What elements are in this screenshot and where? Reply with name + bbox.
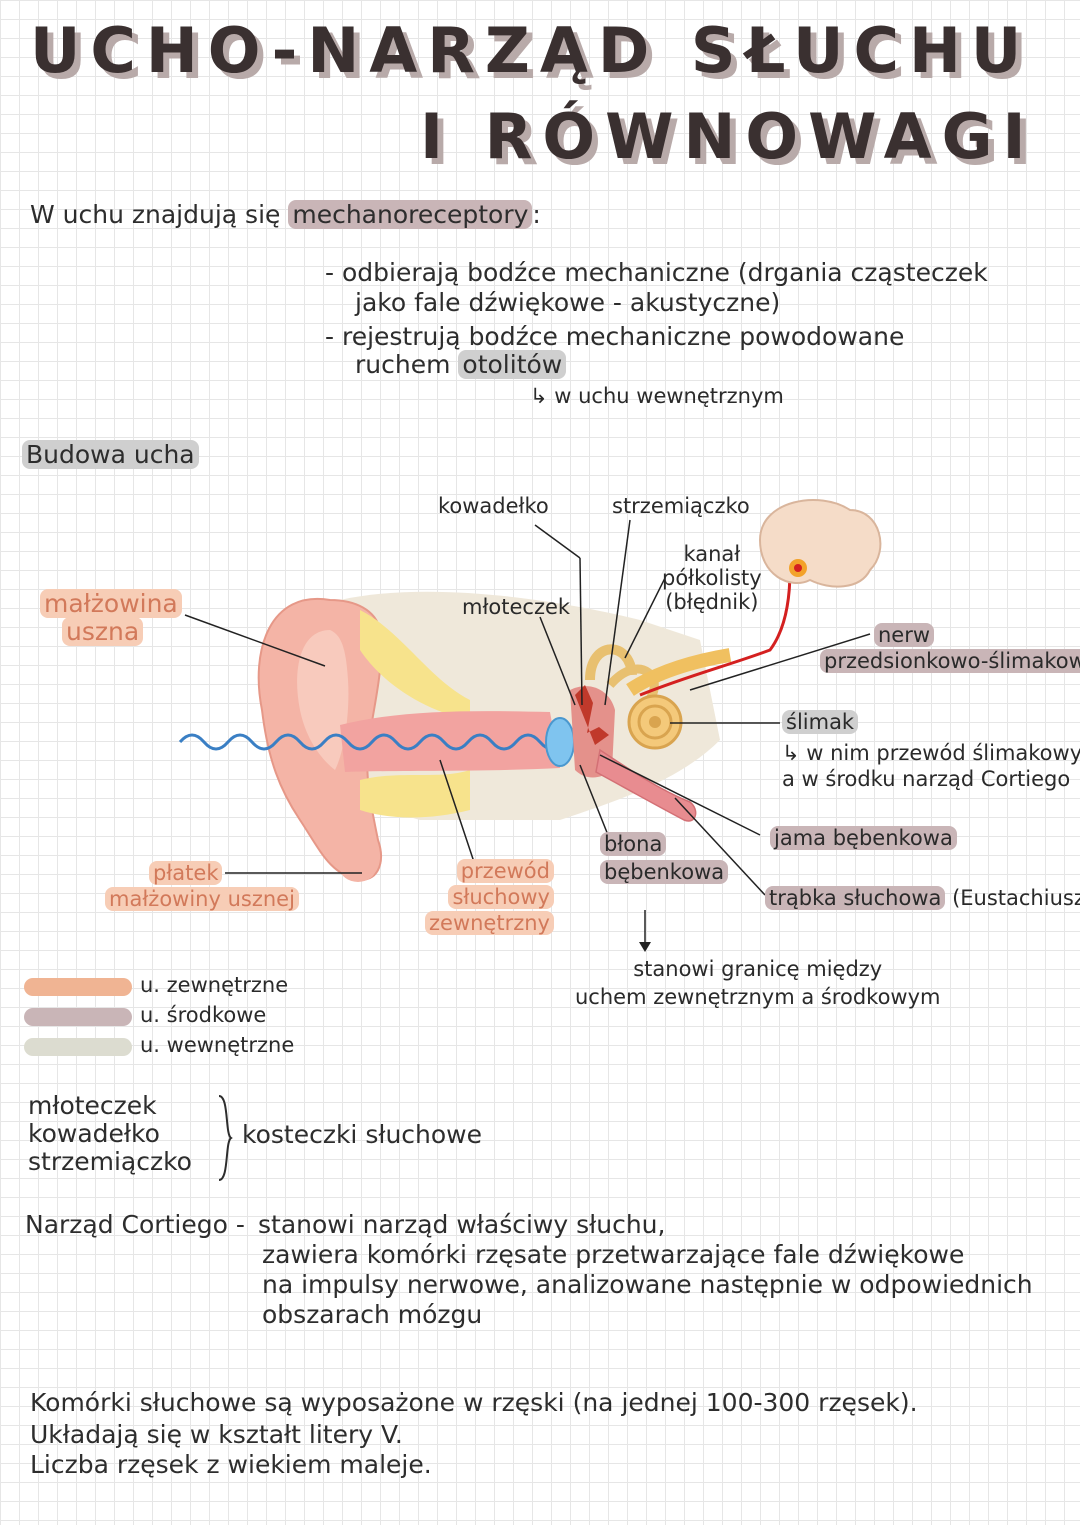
label-przewod-1: przewód: [456, 859, 554, 883]
cartilage-bottom: [360, 770, 470, 818]
legend-label-inner: u. wewnętrzne: [140, 1033, 295, 1057]
cochlea-inner: [649, 716, 661, 728]
ossicles-list: młoteczek kowadełko strzemiączko: [28, 1092, 192, 1176]
label-nerw-2: przedsionkowo-ślimakowy: [820, 649, 1080, 673]
intro-line: W uchu znajdują się mechanoreceptory:: [30, 200, 541, 229]
label-nerw-1: nerw: [874, 623, 935, 647]
label-kanal-1: kanał: [683, 542, 741, 566]
ossicle-item-strzemiaczko: strzemiączko: [28, 1147, 192, 1176]
eardrum: [545, 717, 575, 767]
bullet-2-line-2: ruchem otolitów: [355, 350, 567, 379]
corti-dash: -: [235, 1210, 245, 1239]
label-trabka: trąbka słuchowa (Eustachiusza): [765, 886, 1080, 910]
label-slimak-note: ↳ w nim przewód ślimakowy, a w środku na…: [782, 740, 1080, 792]
bullet-1-line-2: jako fale dźwiękowe - akustyczne): [355, 288, 781, 317]
nerve-red: [639, 569, 792, 697]
label-blona-2: bębenkowa: [600, 860, 729, 884]
ear-diagram: [178, 499, 882, 952]
cells-line-1: Komórki słuchowe są wyposażone w rzęski …: [30, 1388, 918, 1417]
label-kowadelko: kowadełko: [438, 494, 549, 518]
otolith-note: ↳ w uchu wewnętrznym: [530, 384, 784, 408]
nerve-bundle: [626, 648, 732, 696]
label-slimak-note-2: a w środku narząd Cortiego: [782, 767, 1071, 791]
leader-lines: [184, 519, 871, 946]
label-blona-1: błona: [600, 832, 667, 856]
corti-term-text: Narząd Cortiego: [25, 1210, 228, 1239]
page-title-line-1: UCHO-NARZĄD SŁUCHU: [30, 14, 1032, 87]
cochlea-mid: [637, 704, 673, 740]
cells-line-2: Układają się w kształt litery V.: [30, 1420, 403, 1449]
label-blona-note-1: stanowi granicę między: [633, 957, 883, 981]
label-trabka-paren: (Eustachiusza): [952, 886, 1080, 910]
label-slimak-note-1: ↳ w nim przewód ślimakowy,: [782, 741, 1080, 765]
brain-dot: [794, 564, 802, 572]
bullet-2-otolitow: otolitów: [458, 350, 567, 379]
cartilage-top: [360, 610, 470, 720]
cells-line-3: Liczba rzęsek z wiekiem maleje.: [30, 1450, 432, 1479]
label-kanal: kanał półkolisty (błędnik): [662, 542, 762, 614]
label-blona: błona bębenkowa: [600, 830, 729, 886]
label-przewod: przewód słuchowy zewnętrzny: [425, 858, 554, 936]
label-malzowina-2: uszna: [62, 617, 144, 646]
bullet-2-ruchem: ruchem: [355, 350, 451, 379]
label-slimak-text: ślimak: [782, 710, 859, 734]
label-przewod-3: zewnętrzny: [425, 911, 554, 935]
ossicle-item-kowadelko: kowadełko: [28, 1119, 160, 1148]
label-jama: jama bębenkowa: [770, 826, 957, 850]
label-malzowina-1: małżowina: [40, 589, 182, 618]
label-strzemiaczko: strzemiączko: [612, 494, 750, 518]
semicircular-canals: [585, 644, 637, 681]
corti-term: Narząd Cortiego -: [25, 1210, 245, 1239]
label-nerw: nerw przedsionkowo-ślimakowy: [820, 622, 1080, 674]
legend-swatch-middle: [24, 1008, 132, 1026]
ossicles-brace: [218, 1095, 233, 1181]
label-platek: płatek małżowiny usznej: [105, 860, 299, 912]
legend-label-outer: u. zewnętrzne: [140, 973, 289, 997]
page-title-line-2: I RÓWNOWAGI: [420, 100, 1036, 173]
intro-lead: W uchu znajdują się: [30, 200, 281, 229]
label-platek-2: małżowiny usznej: [105, 887, 299, 911]
label-przewod-2: słuchowy: [448, 885, 554, 909]
ossicle-shapes: [575, 685, 609, 745]
label-malzowina: małżowina uszna: [40, 589, 182, 646]
label-blona-note-2: uchem zewnętrznym a środkowym: [575, 985, 941, 1009]
arrow-head: [639, 942, 651, 952]
legend-label-middle: u. środkowe: [140, 1003, 267, 1027]
corti-line-2: zawiera komórki rzęsate przetwarzające f…: [262, 1240, 965, 1269]
ossicle-item-mloteczek: młoteczek: [28, 1091, 157, 1120]
label-jama-text: jama bębenkowa: [770, 826, 957, 850]
label-blona-note: stanowi granicę między uchem zewnętrznym…: [575, 955, 940, 1011]
corti-line-1: stanowi narząd właściwy słuchu,: [258, 1210, 666, 1239]
bullet-1-line-1: - odbierają bodźce mechaniczne (drgania …: [325, 258, 988, 287]
label-kanal-2: półkolisty: [662, 566, 762, 590]
bullet-2-line-1: - rejestrują bodźce mechaniczne powodowa…: [325, 322, 905, 351]
intro-highlight: mechanoreceptory: [288, 200, 533, 229]
ear-canal: [340, 711, 560, 772]
label-kanal-3: (błędnik): [665, 590, 759, 614]
intro-colon: :: [532, 200, 541, 229]
brain: [758, 499, 882, 588]
sound-wave: [178, 733, 566, 751]
legend-swatch-inner: [24, 1038, 132, 1056]
label-trabka-text: trąbka słuchowa: [765, 886, 946, 910]
label-platek-1: płatek: [149, 861, 223, 885]
label-slimak: ślimak: [782, 710, 859, 734]
corti-line-3: na impulsy nerwowe, analizowane następni…: [262, 1270, 1033, 1299]
ossicles-label: kosteczki słuchowe: [242, 1120, 483, 1149]
label-mloteczek: młoteczek: [462, 595, 571, 619]
eustachian-tube: [595, 748, 697, 822]
earlobe: [340, 854, 376, 882]
legend-swatch-outer: [24, 978, 132, 996]
section-heading: Budowa ucha: [22, 440, 199, 469]
corti-line-4: obszarach mózgu: [262, 1300, 483, 1329]
